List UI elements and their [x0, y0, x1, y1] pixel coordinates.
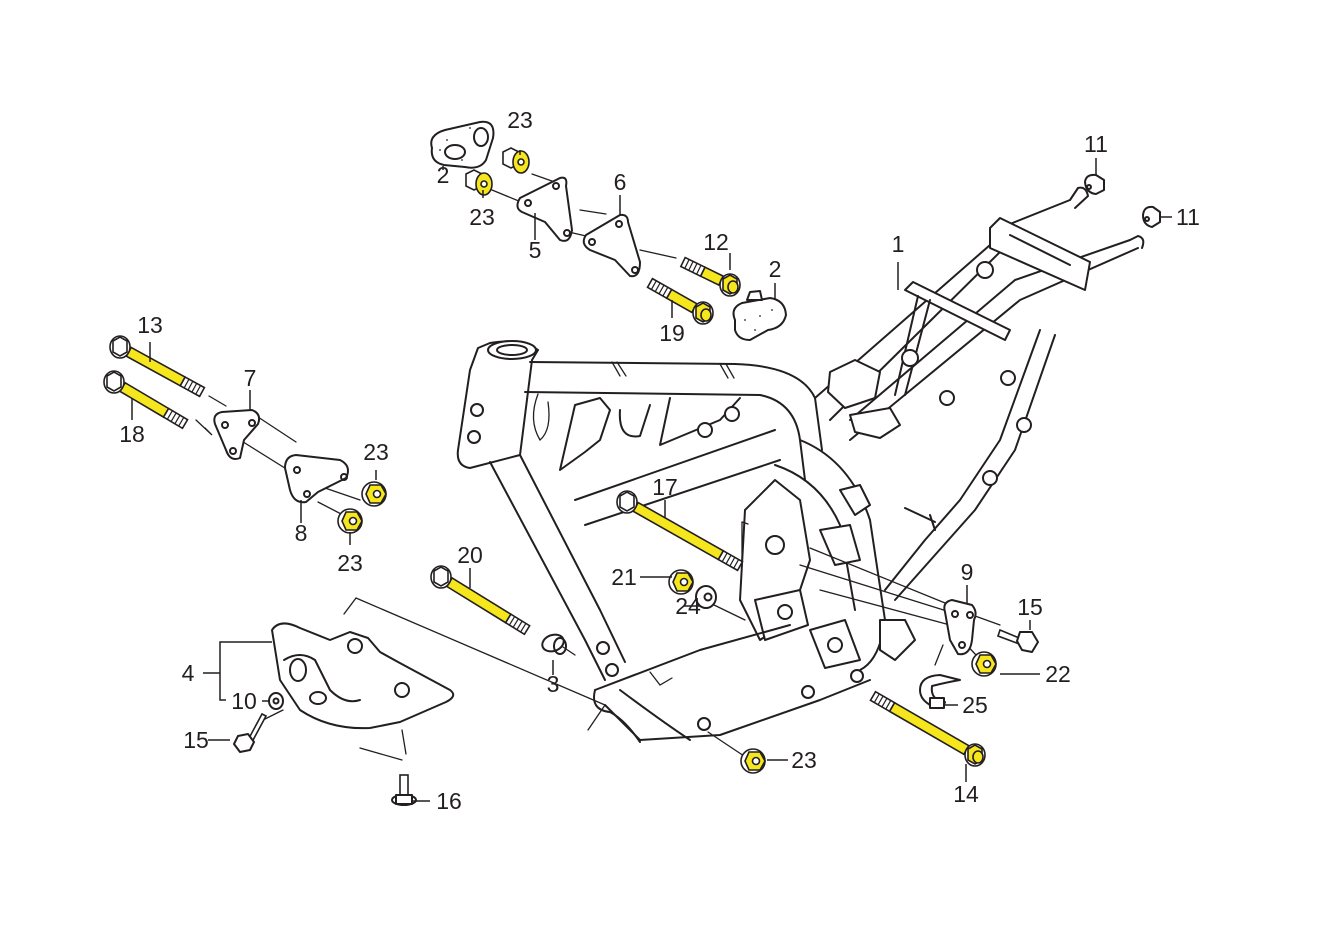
callout-label-4: 4 — [182, 660, 195, 686]
callout-label-18: 18 — [119, 421, 145, 447]
flange-bolt-20[interactable] — [430, 565, 531, 636]
flange-nut-23-right[interactable] — [361, 481, 387, 507]
callout-label-3: 3 — [547, 671, 560, 697]
callout-label-7: 7 — [244, 365, 257, 391]
flange-bolt-14[interactable] — [869, 690, 986, 767]
flange-bolt-12[interactable] — [679, 256, 741, 297]
bolt-15-right[interactable] — [996, 628, 1039, 653]
flange-nut-23-top[interactable] — [502, 147, 530, 174]
flange-nut-21[interactable] — [668, 569, 694, 595]
callout-label-23: 23 — [337, 550, 363, 576]
hanger-plate-7[interactable] — [213, 409, 261, 460]
callout-label-16: 16 — [436, 788, 462, 814]
callout-label-11: 11 — [1176, 204, 1200, 230]
callout-label-17: 17 — [652, 474, 678, 500]
callout-label-11: 11 — [1084, 131, 1108, 157]
callout-label-23: 23 — [791, 747, 817, 773]
callout-label-25: 25 — [962, 692, 988, 718]
flange-nut-22[interactable] — [971, 651, 997, 677]
callout-label-23: 23 — [469, 204, 495, 230]
callout-label-10: 10 — [231, 688, 257, 714]
callout-label-13: 13 — [137, 312, 163, 338]
bolt-15-left[interactable] — [233, 712, 268, 753]
callout-label-14: 14 — [953, 781, 979, 807]
hanger-plate-5[interactable] — [516, 176, 573, 242]
cap-11-upper[interactable] — [1084, 173, 1105, 195]
callout-label-21: 21 — [611, 564, 637, 590]
screw-16[interactable] — [391, 774, 417, 806]
flange-bolt-19[interactable] — [646, 277, 714, 325]
flange-bolt-13[interactable] — [109, 335, 206, 398]
callout-label-19: 19 — [659, 320, 685, 346]
callout-label-23: 23 — [363, 439, 389, 465]
highlighted-fasteners — [103, 147, 997, 774]
band-25[interactable] — [919, 674, 961, 709]
flange-bolt-17[interactable] — [616, 490, 744, 572]
callout-label-8: 8 — [295, 520, 308, 546]
callout-label-12: 12 — [703, 229, 729, 255]
callout-label-1: 1 — [892, 231, 905, 257]
callout-labels: 1223456789101111121314151516171819202122… — [119, 107, 1200, 814]
rubber-mount-upper[interactable] — [430, 120, 495, 169]
rubber-mount-lower[interactable] — [732, 290, 787, 341]
callout-label-6: 6 — [614, 169, 627, 195]
callout-label-2: 2 — [437, 162, 450, 188]
callout-label-23: 23 — [507, 107, 533, 133]
callout-label-15: 15 — [183, 727, 209, 753]
callout-label-22: 22 — [1045, 661, 1071, 687]
flange-nut-23-low[interactable] — [337, 508, 363, 534]
callout-label-9: 9 — [961, 559, 974, 585]
flange-nut-23-mid[interactable] — [465, 169, 493, 196]
frame-body[interactable] — [456, 186, 1145, 743]
callout-label-24: 24 — [675, 593, 701, 619]
washer-24[interactable] — [695, 585, 717, 609]
cap-11-lower[interactable] — [1142, 205, 1161, 228]
alignment-lines — [195, 173, 1001, 761]
callout-label-5: 5 — [529, 237, 542, 263]
callout-label-15: 15 — [1017, 594, 1043, 620]
grommet-10[interactable] — [268, 692, 284, 710]
callout-label-2: 2 — [769, 256, 782, 282]
engine-guard[interactable] — [271, 622, 455, 730]
callout-leaders — [131, 150, 1172, 802]
hanger-plate-8[interactable] — [284, 454, 349, 504]
flange-bolt-18[interactable] — [103, 370, 189, 430]
collar-3[interactable] — [540, 632, 567, 655]
callout-label-20: 20 — [457, 542, 483, 568]
flange-nut-23-bottom[interactable] — [740, 748, 766, 774]
hanger-plate-6[interactable] — [582, 213, 641, 278]
hanger-plate-9[interactable] — [943, 599, 977, 656]
